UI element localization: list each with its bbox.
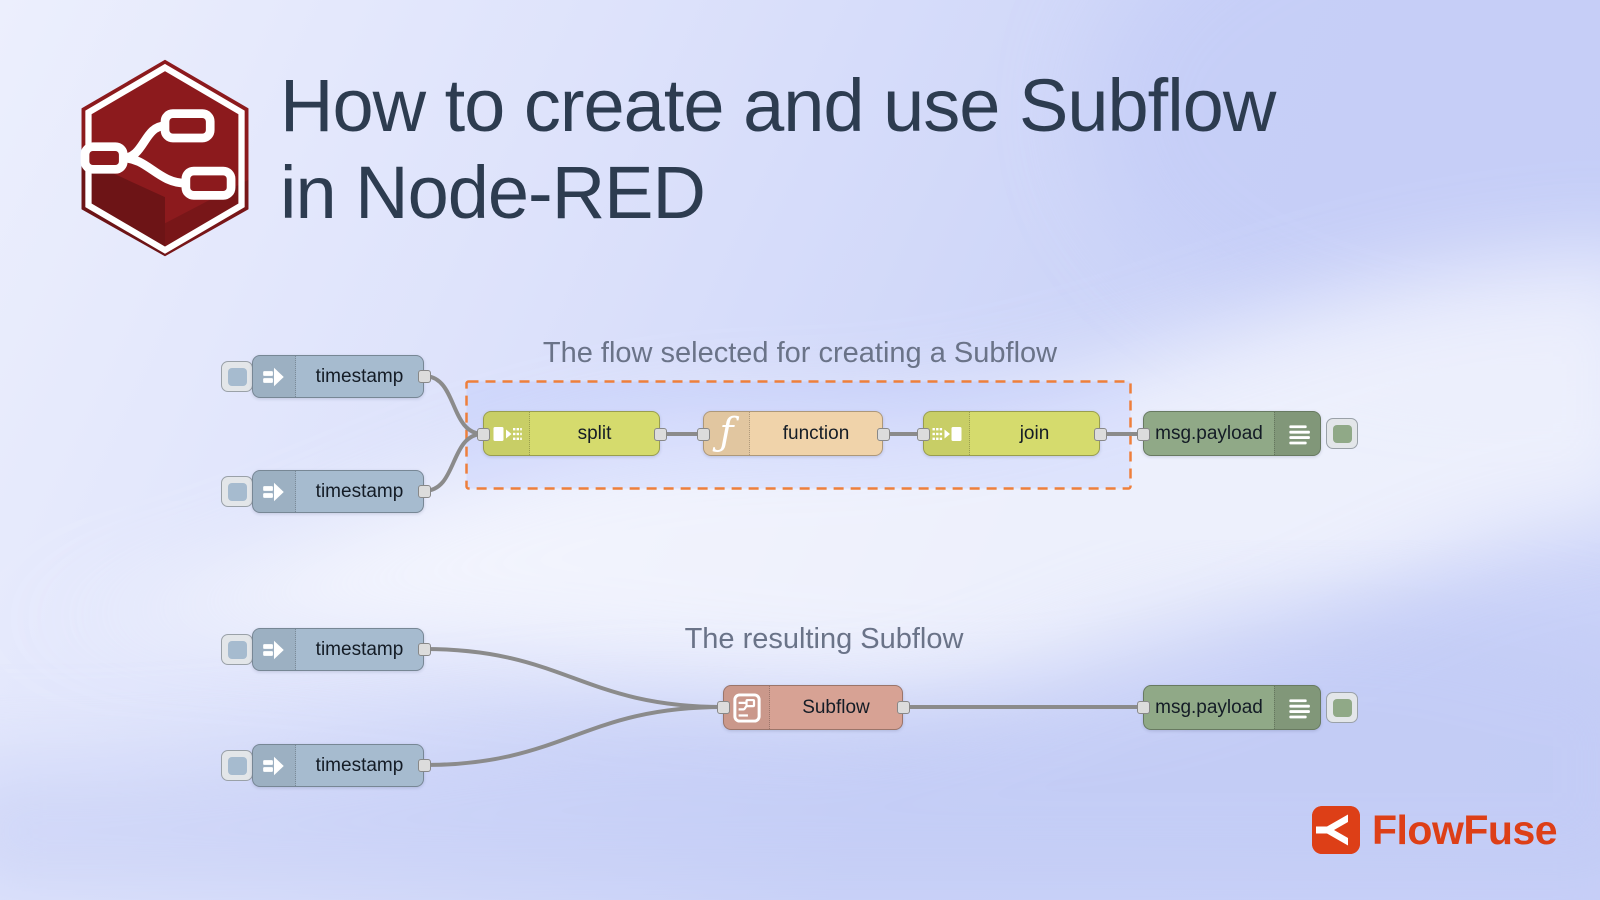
inject-button-pad bbox=[227, 367, 247, 386]
join-icon bbox=[924, 412, 970, 455]
inject-button-pad bbox=[227, 482, 247, 501]
subflow-node[interactable]: Subflow bbox=[723, 685, 903, 730]
input-port[interactable] bbox=[1136, 700, 1150, 714]
inject-button[interactable] bbox=[221, 361, 253, 392]
inject-icon bbox=[253, 629, 296, 670]
debug-icon bbox=[1274, 686, 1320, 729]
inject-button[interactable] bbox=[221, 750, 253, 781]
node-label: join bbox=[1019, 422, 1050, 444]
node-label: function bbox=[782, 422, 850, 444]
split-icon bbox=[484, 412, 530, 455]
node-label: timestamp bbox=[315, 754, 404, 776]
flowfuse-icon bbox=[1312, 806, 1360, 854]
input-port[interactable] bbox=[916, 427, 930, 441]
inject-button[interactable] bbox=[221, 476, 253, 507]
debug-node[interactable]: msg.payload bbox=[1143, 685, 1321, 730]
input-port[interactable] bbox=[716, 700, 730, 714]
debug-toggle-button[interactable] bbox=[1326, 418, 1358, 449]
output-port[interactable] bbox=[417, 758, 431, 772]
debug-node[interactable]: msg.payload bbox=[1143, 411, 1321, 456]
inject-button[interactable] bbox=[221, 634, 253, 665]
node-label: timestamp bbox=[315, 638, 404, 660]
node-red-logo bbox=[80, 59, 249, 257]
output-port[interactable] bbox=[1093, 427, 1107, 441]
function-node[interactable]: ƒ function bbox=[703, 411, 883, 456]
input-port[interactable] bbox=[1136, 427, 1150, 441]
output-port[interactable] bbox=[417, 369, 431, 383]
subflow-icon bbox=[724, 686, 770, 729]
wire[interactable] bbox=[422, 705, 725, 767]
node-label: msg.payload bbox=[1155, 696, 1263, 718]
node-label: Subflow bbox=[802, 696, 870, 718]
output-port[interactable] bbox=[417, 484, 431, 498]
flow2-caption: The resulting Subflow bbox=[684, 623, 964, 655]
debug-button-pad bbox=[1332, 698, 1352, 717]
debug-button-pad bbox=[1332, 424, 1352, 443]
flowfuse-wordmark: FlowFuse bbox=[1372, 806, 1558, 853]
inject-icon bbox=[253, 356, 296, 397]
page-title-line1: How to create and use Subflow bbox=[280, 64, 1276, 147]
inject-node[interactable]: timestamp bbox=[252, 470, 424, 513]
split-node[interactable]: split bbox=[483, 411, 660, 456]
wire[interactable] bbox=[422, 374, 485, 436]
node-label: timestamp bbox=[315, 365, 404, 387]
inject-node[interactable]: timestamp bbox=[252, 628, 424, 671]
flow1-caption: The flow selected for creating a Subflow bbox=[542, 337, 1058, 369]
inject-icon bbox=[253, 471, 296, 512]
debug-toggle-button[interactable] bbox=[1326, 692, 1358, 723]
output-port[interactable] bbox=[876, 427, 890, 441]
join-node[interactable]: join bbox=[923, 411, 1100, 456]
input-port[interactable] bbox=[696, 427, 710, 441]
node-red-flow-glyph bbox=[80, 109, 236, 200]
debug-icon bbox=[1274, 412, 1320, 455]
inject-node[interactable]: timestamp bbox=[252, 355, 424, 398]
inject-button-pad bbox=[227, 640, 247, 659]
wire[interactable] bbox=[422, 432, 485, 493]
node-label: timestamp bbox=[315, 480, 404, 502]
node-label: msg.payload bbox=[1155, 422, 1263, 444]
output-port[interactable] bbox=[896, 700, 910, 714]
input-port[interactable] bbox=[476, 427, 490, 441]
output-port[interactable] bbox=[653, 427, 667, 441]
flowfuse-logo: FlowFuse bbox=[1312, 806, 1558, 854]
output-port[interactable] bbox=[417, 642, 431, 656]
inject-button-pad bbox=[227, 756, 247, 775]
inject-node[interactable]: timestamp bbox=[252, 744, 424, 787]
page-title-line2: in Node-RED bbox=[280, 151, 706, 234]
page-title: How to create and use Subflow in Node-RE… bbox=[280, 62, 1276, 236]
wire[interactable] bbox=[422, 647, 725, 709]
node-label: split bbox=[577, 422, 612, 444]
function-icon: ƒ bbox=[704, 412, 750, 455]
inject-icon bbox=[253, 745, 296, 786]
